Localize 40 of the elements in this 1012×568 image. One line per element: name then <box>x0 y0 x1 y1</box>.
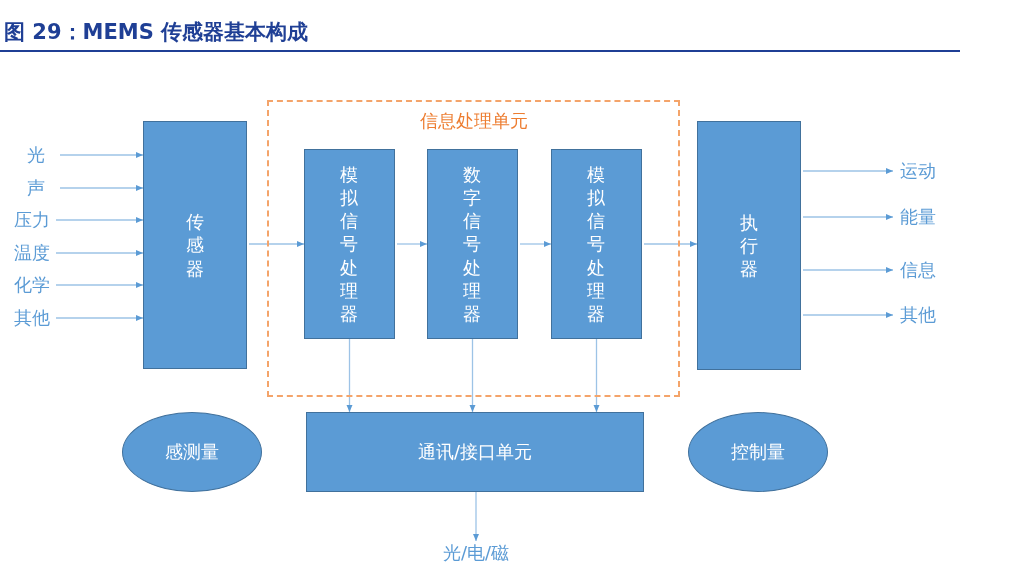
arrow <box>802 267 894 273</box>
arrow <box>519 241 552 247</box>
title: 图 29：MEMS 传感器基本构成 <box>4 19 309 46</box>
node-label: 其他 <box>10 306 54 330</box>
node-label: 能量 <box>893 205 943 229</box>
arrow <box>346 338 353 413</box>
ellipse-node: 感测量 <box>122 412 262 492</box>
group-heading: 信息处理单元 <box>419 109 528 133</box>
arrow <box>469 338 476 413</box>
process-box: 数字信号处理器 <box>427 149 518 339</box>
arrow <box>59 152 144 158</box>
process-box: 传感器 <box>143 121 247 369</box>
arrow <box>802 312 894 318</box>
arrow <box>396 241 428 247</box>
node-label: 温度 <box>10 241 54 265</box>
node-label: 光/电/磁 <box>436 541 516 565</box>
process-box: 模拟信号处理器 <box>551 149 642 339</box>
node-label: 光 <box>14 143 58 167</box>
ellipse-node: 控制量 <box>688 412 828 492</box>
arrow <box>55 282 144 288</box>
arrow <box>802 168 894 174</box>
process-box: 通讯/接口单元 <box>306 412 644 492</box>
arrow <box>55 250 144 256</box>
arrow <box>802 214 894 220</box>
process-box: 执行器 <box>697 121 801 370</box>
node-label: 压力 <box>10 208 54 232</box>
node-label: 其他 <box>893 303 943 327</box>
node-label: 运动 <box>893 159 943 183</box>
arrow <box>643 241 698 247</box>
node-label: 化学 <box>10 273 54 297</box>
node-label: 信息 <box>893 258 943 282</box>
arrow <box>55 217 144 223</box>
arrow <box>473 491 479 542</box>
dashed-group-box <box>267 100 680 397</box>
arrow <box>593 338 600 413</box>
arrow <box>248 241 305 247</box>
arrow <box>59 185 144 191</box>
process-box: 模拟信号处理器 <box>304 149 395 339</box>
node-label: 声 <box>14 176 58 200</box>
arrow <box>55 315 144 321</box>
